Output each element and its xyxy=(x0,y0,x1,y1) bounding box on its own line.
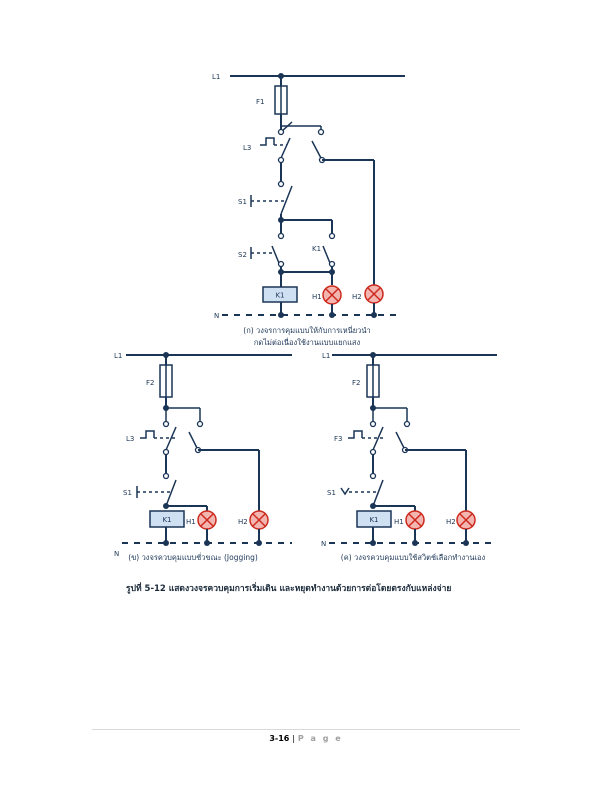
s3-blade-c xyxy=(311,140,323,161)
footer-separator: | xyxy=(289,734,298,743)
l1-label: L1 xyxy=(114,352,122,360)
h2-label: H2 xyxy=(446,518,456,526)
lamp-h2 xyxy=(456,510,476,530)
f2-label: F2 xyxy=(146,379,154,387)
lamp-h2 xyxy=(249,510,269,530)
k1-aux-label: K1 xyxy=(312,245,321,253)
s1-blade xyxy=(165,479,177,507)
s3-actuator xyxy=(140,430,155,439)
s3-blade-c xyxy=(395,431,406,451)
h2-label: H2 xyxy=(238,518,248,526)
terminal xyxy=(369,420,377,428)
s3-blade-b xyxy=(280,137,291,159)
l1-label: L1 xyxy=(322,352,330,360)
terminal xyxy=(328,260,336,268)
caption-top-line1: (ก) วงจรการคุมแบบให้กับการเหนี่ยวนำ xyxy=(243,325,370,335)
terminal xyxy=(196,420,204,428)
lamp-h1 xyxy=(322,285,342,305)
page-number: 3-16 xyxy=(269,734,290,743)
junction-dot xyxy=(329,312,335,318)
f2-label: F2 xyxy=(352,379,360,387)
coil-k1-label: K1 xyxy=(369,516,378,524)
terminal xyxy=(277,180,285,188)
junction-dot xyxy=(370,540,376,546)
page-footer: 3-16 | P a g e xyxy=(0,734,612,743)
junction-dot xyxy=(412,540,418,546)
n-label: N xyxy=(114,550,119,558)
lamp-h1 xyxy=(405,510,425,530)
s3-label: L3 xyxy=(243,144,251,152)
junction-dot xyxy=(163,540,169,546)
s3-label: L3 xyxy=(126,435,134,443)
caption-top-line2: กดไม่ต่อเนื่องใช้งานแบบแยกแสง xyxy=(254,337,361,347)
terminal xyxy=(162,420,170,428)
terminal xyxy=(369,472,377,480)
s1-blade xyxy=(372,479,384,507)
footer-divider xyxy=(92,729,520,730)
h2-label: H2 xyxy=(352,293,362,301)
terminal xyxy=(162,448,170,456)
f1-label: F1 xyxy=(256,98,264,106)
terminal xyxy=(277,232,285,240)
page-label: P a g e xyxy=(297,734,343,743)
s3-blade-b xyxy=(372,426,384,451)
junction-dot xyxy=(204,540,210,546)
junction-dot xyxy=(256,540,262,546)
terminal xyxy=(277,260,285,268)
s1-head xyxy=(340,487,350,496)
junction-dot xyxy=(371,312,377,318)
terminal xyxy=(162,472,170,480)
terminal xyxy=(317,128,325,136)
lamp-h2 xyxy=(364,284,384,304)
figure-caption: รูปที่ 5-12 แสดงวงจรควบคุมการเริ่มเดิน แ… xyxy=(126,584,452,594)
s3-blade-b xyxy=(165,426,177,451)
terminal xyxy=(369,448,377,456)
circuit-top: L1 F1 L3 S1 xyxy=(212,73,405,347)
terminal xyxy=(277,156,285,164)
coil-k1-label: K1 xyxy=(162,516,171,524)
l1-label: L1 xyxy=(212,73,220,81)
n-label: N xyxy=(321,540,326,548)
h1-label: H1 xyxy=(186,518,196,526)
h1-label: H1 xyxy=(312,293,322,301)
h1-label: H1 xyxy=(394,518,404,526)
terminal xyxy=(403,420,411,428)
coil-k1-label: K1 xyxy=(275,292,284,300)
s3-actuator xyxy=(260,137,275,146)
s3-blade-c xyxy=(188,431,199,451)
s2-label: S2 xyxy=(238,251,247,259)
s1-label: S1 xyxy=(123,489,132,497)
terminal xyxy=(328,232,336,240)
s1-label: S1 xyxy=(327,489,336,497)
junction-dot xyxy=(463,540,469,546)
n-label: N xyxy=(214,312,219,320)
terminal xyxy=(277,128,285,136)
s3-actuator xyxy=(348,430,363,439)
caption-right: (ค) วงจรควบคุมแบบใช้สวิตช์เลือกทำงานเอง xyxy=(341,553,486,562)
caption-left: (ข) วงจรควบคุมแบบชั่วขณะ (Jogging) xyxy=(128,552,258,562)
lamp-h1 xyxy=(197,510,217,530)
s3-label: F3 xyxy=(334,435,342,443)
junction-dot xyxy=(278,312,284,318)
circuit-left: L1 F2 L3 S1 K1 xyxy=(114,352,292,562)
s1-label: S1 xyxy=(238,198,247,206)
circuit-right: L1 F2 F3 S1 K1 xyxy=(321,352,497,562)
s1-blade xyxy=(280,185,293,215)
